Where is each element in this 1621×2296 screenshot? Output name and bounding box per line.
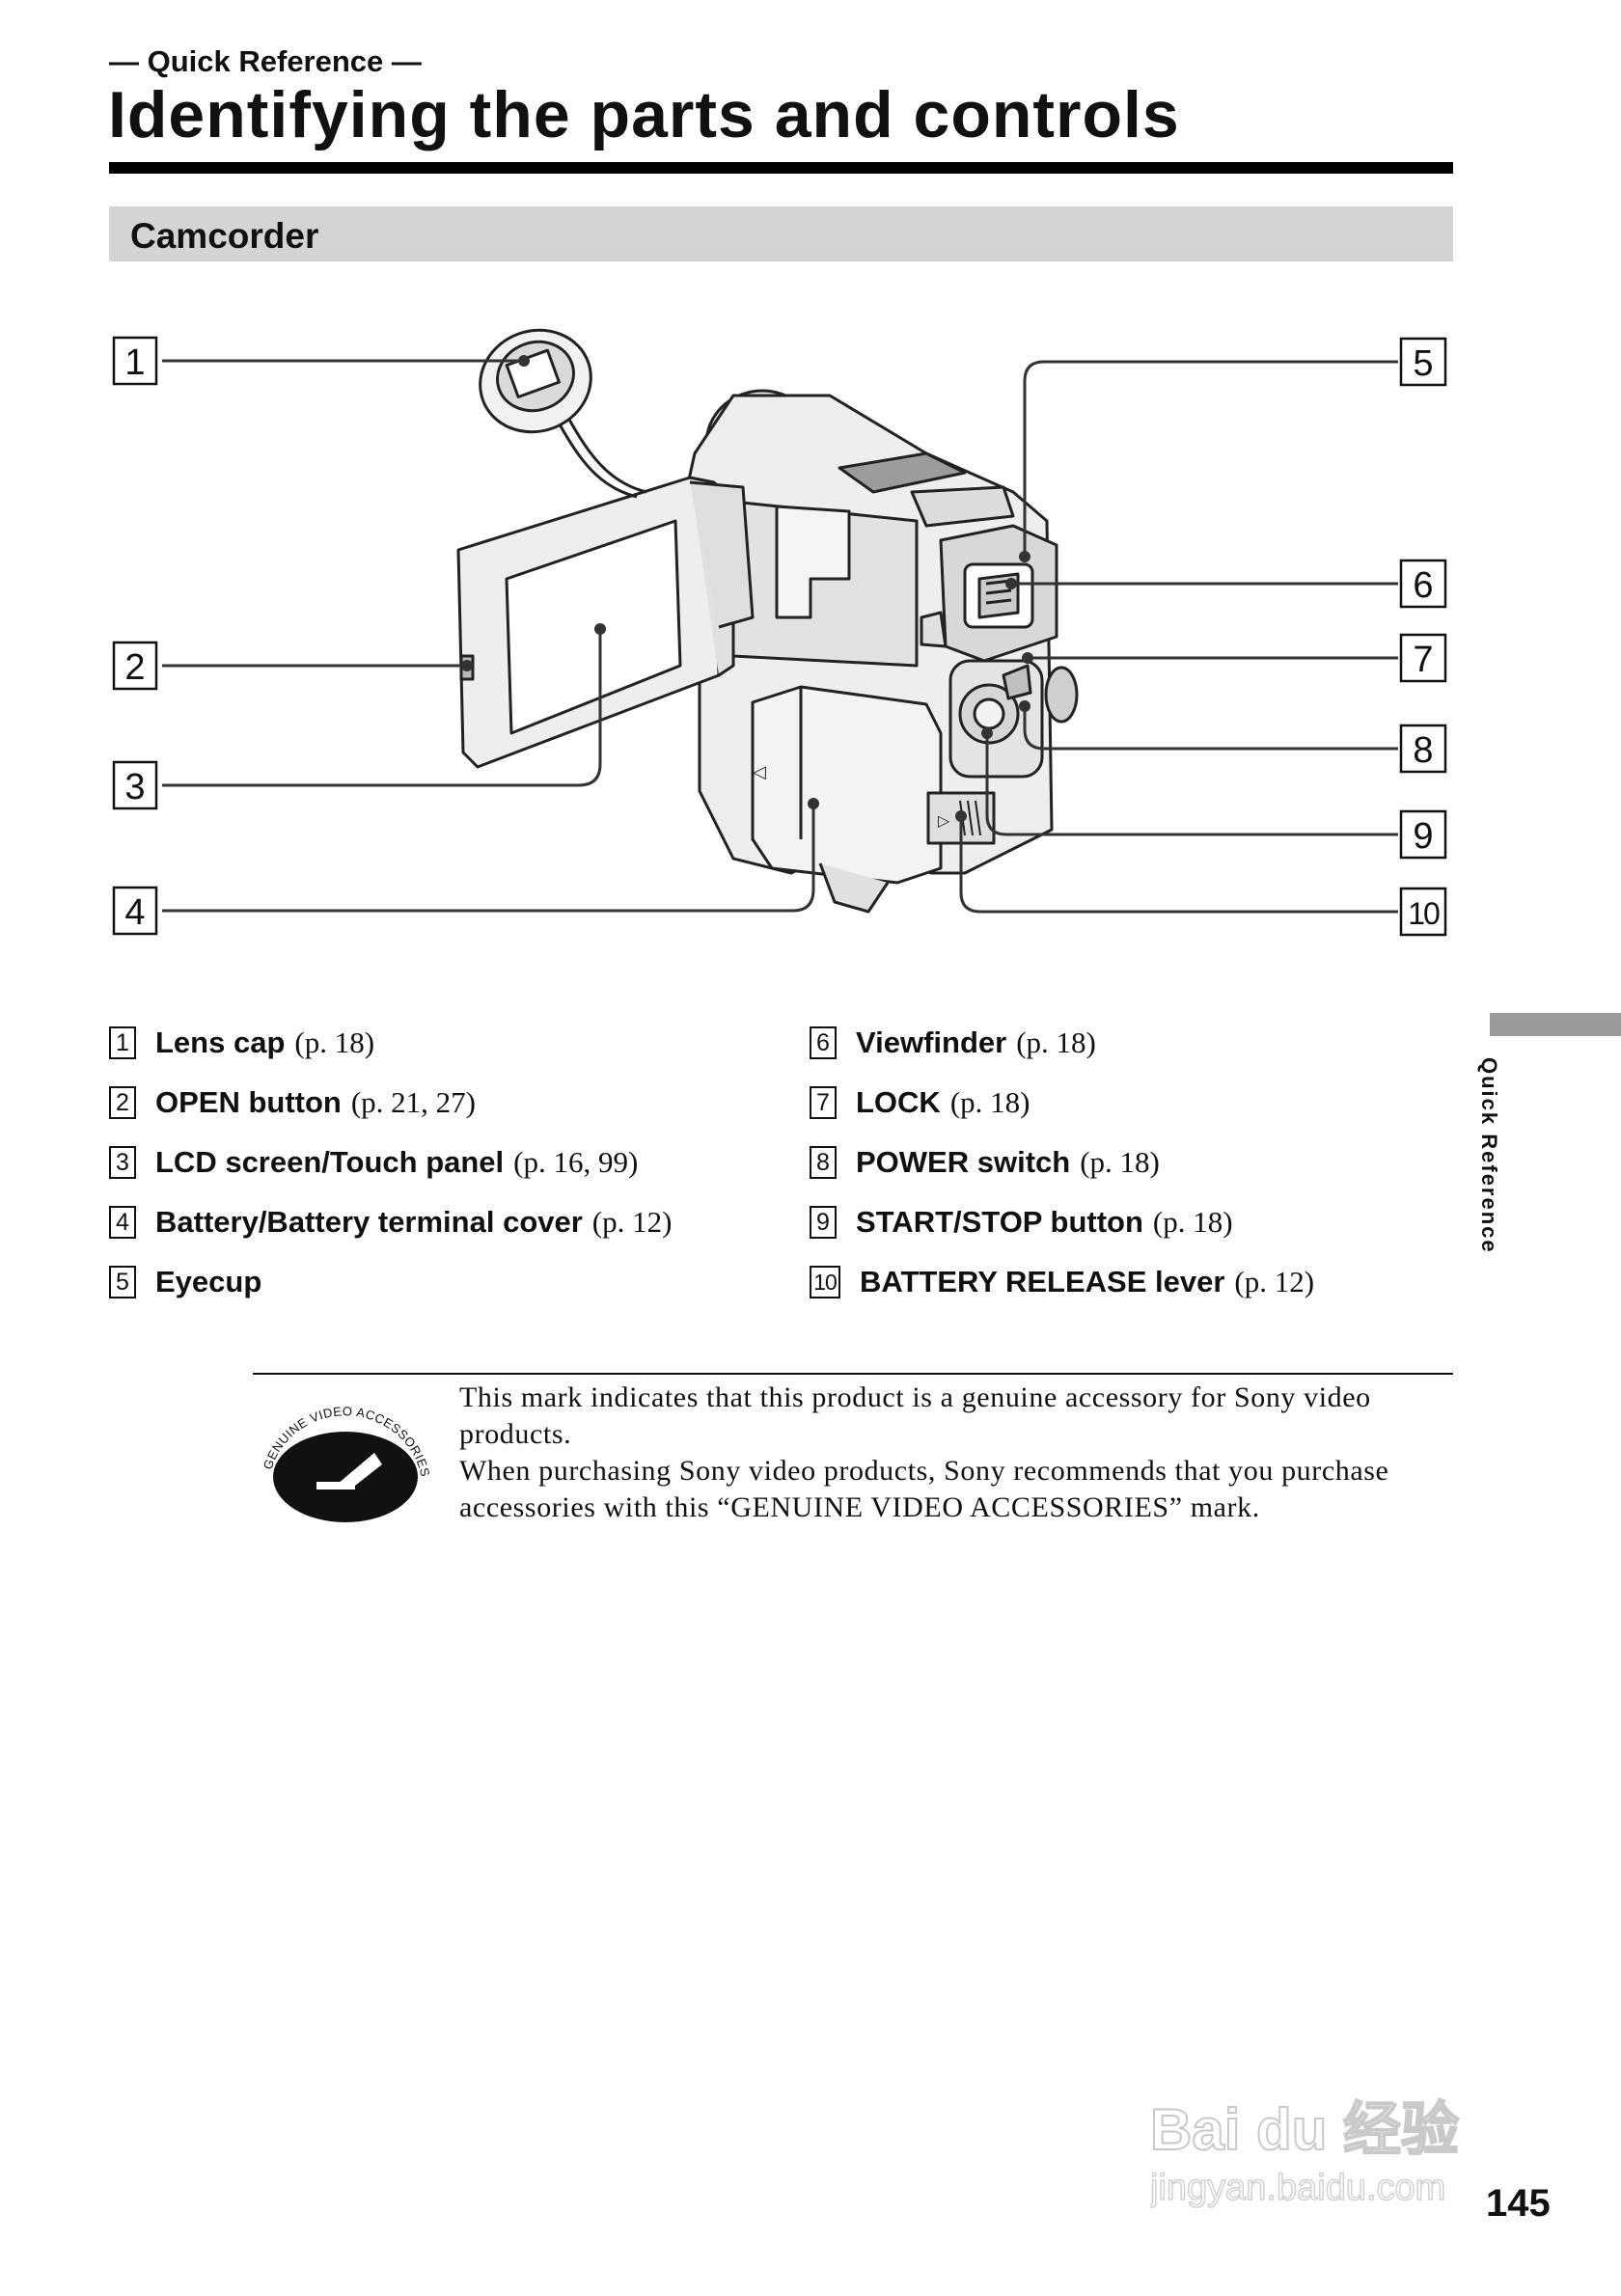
leader-10 [959,816,1398,914]
item-number-badge: 3 [109,1146,136,1179]
callout-9: 9 [1413,816,1433,857]
side-tab-marker [1490,1013,1621,1036]
list-item: 9 START/STOP button (p. 18) [810,1192,1314,1252]
item-number-badge: 10 [810,1266,840,1298]
page-title: Identifying the parts and controls [108,78,1180,151]
battery-pack [751,685,943,885]
part-page-ref: (p. 12) [591,1205,673,1239]
part-page-ref: (p. 18) [949,1085,1030,1119]
note-line-1: This mark indicates that this product is… [459,1381,1371,1450]
part-name: Eyecup [155,1265,262,1298]
item-number-badge: 7 [810,1086,837,1119]
release-arrow: ▷ [938,811,950,830]
genuine-accessory-note: This mark indicates that this product is… [459,1380,1434,1526]
leader-5 [1023,360,1398,557]
callout-4: 4 [124,892,145,933]
leader-4 [162,804,815,913]
list-item: 10 BATTERY RELEASE lever (p. 12) [810,1252,1314,1312]
note-rule [253,1373,1453,1375]
watermark-url: jingyan.baidu.com [1150,2168,1445,2208]
leader-8 [1023,706,1398,751]
list-item: 2 OPEN button(p. 21, 27) [109,1073,672,1133]
part-name: LOCK [856,1085,941,1119]
callout-8: 8 [1413,730,1433,771]
list-item: 4 Battery/Battery terminal cover(p. 12) [109,1192,672,1252]
callout-3: 3 [124,767,145,807]
camcorder-diagram: ◁ ▷ 1 2 3 4 5 6 7 8 9 10 [112,328,1447,937]
callout-7: 7 [1413,640,1433,680]
title-rule [109,162,1453,174]
section-kicker: — Quick Reference — [109,44,422,78]
part-name: OPEN button [155,1085,342,1119]
battery-arrow: ◁ [753,762,766,782]
note-line-2: When purchasing Sony video products, Son… [459,1455,1389,1523]
page-number: 145 [1486,2182,1551,2225]
list-item: 5 Eyecup [109,1252,672,1312]
part-name: Battery/Battery terminal cover [155,1205,583,1239]
list-item: 6 Viewfinder (p. 18) [810,1013,1314,1073]
part-page-ref: (p. 12) [1234,1265,1315,1298]
part-name: LCD screen/Touch panel [155,1145,505,1179]
part-name: BATTERY RELEASE lever [860,1265,1225,1298]
section-title: Camcorder [130,216,319,256]
callout-2: 2 [124,647,145,688]
part-page-ref: (p. 18) [1080,1145,1160,1179]
part-name: Lens cap [155,1025,286,1059]
leader-9 [985,733,1398,836]
baidu-watermark: Bai du 经验 jingyan.baidu.com [1150,2096,1460,2209]
list-item: 1 Lens cap(p. 18) [109,1013,672,1073]
leader-3 [162,629,602,787]
list-item: 8 POWER switch (p. 18) [810,1133,1314,1192]
genuine-video-accessories-logo: GENUINE VIDEO ACCESSORIES [261,1404,432,1522]
part-name: Viewfinder [856,1025,1007,1059]
part-name: POWER switch [856,1145,1071,1179]
item-number-badge: 9 [810,1206,837,1239]
item-number-badge: 4 [109,1206,136,1239]
item-number-badge: 6 [810,1026,837,1059]
list-item: 7 LOCK(p. 18) [810,1073,1314,1133]
callout-10: 10 [1408,896,1440,931]
part-page-ref: (p. 21, 27) [350,1085,477,1119]
part-page-ref: (p. 16, 99) [513,1145,639,1179]
part-page-ref: (p. 18) [294,1025,375,1059]
part-page-ref: (p. 18) [1016,1025,1096,1059]
side-tab-label: Quick Reference [1477,1057,1501,1254]
item-number-badge: 1 [109,1026,136,1059]
callout-6: 6 [1413,565,1433,606]
item-number-badge: 5 [109,1266,136,1298]
microphone [838,451,967,494]
item-number-badge: 8 [810,1146,837,1179]
lens-cap-shape [479,328,647,499]
callout-1: 1 [124,342,145,383]
parts-list-left: 1 Lens cap(p. 18) 2 OPEN button(p. 21, 27)… [109,1013,672,1312]
section-bar: Camcorder [109,206,1453,261]
callout-5: 5 [1413,343,1433,384]
part-name: START/STOP button [856,1205,1143,1239]
part-page-ref: (p. 18) [1152,1205,1233,1239]
item-number-badge: 2 [109,1086,136,1119]
watermark-brand: Bai du 经验 [1150,2097,1459,2162]
list-item: 3 LCD screen/Touch panel(p. 16, 99) [109,1133,672,1192]
